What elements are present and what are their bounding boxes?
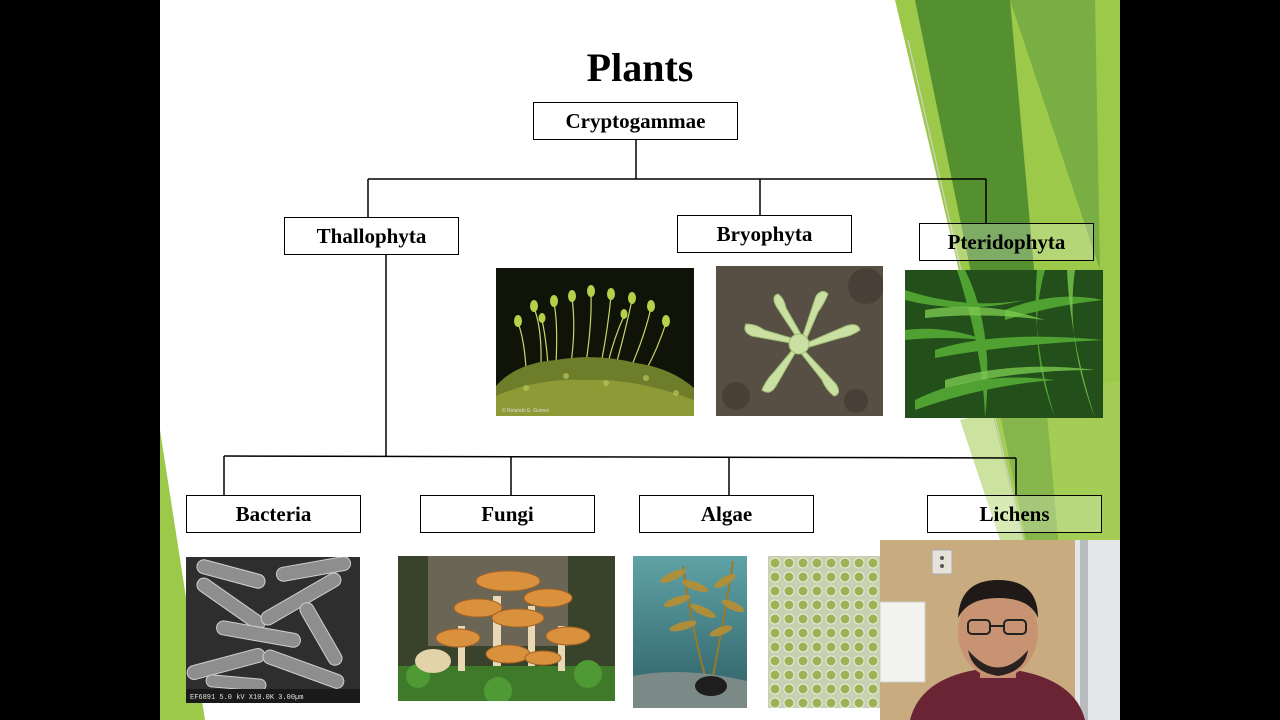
bacteria-image: EF6891 5.0 kV X10.0K 3.00µm: [186, 557, 360, 703]
moss-caption: © Rolando E. Gomez: [502, 407, 550, 414]
webcam-overlay: [880, 540, 1120, 720]
node-algae: Algae: [639, 495, 814, 533]
node-fungi: Fungi: [420, 495, 595, 533]
fern-image: [905, 270, 1103, 418]
bacteria-scale-text: EF6891 5.0 kV X10.0K 3.00µm: [190, 694, 303, 702]
node-lichens: Lichens: [927, 495, 1102, 533]
node-bryophyta: Bryophyta: [677, 215, 852, 253]
node-pteridophyta: Pteridophyta: [919, 223, 1094, 261]
mushroom-image: [398, 556, 615, 701]
algae-cells-image: [768, 556, 882, 708]
node-bacteria: Bacteria: [186, 495, 361, 533]
kelp-image: [633, 556, 747, 708]
liverwort-image: [716, 266, 883, 416]
node-cryptogammae: Cryptogammae: [533, 102, 738, 140]
moss-image: © Rolando E. Gomez: [496, 268, 694, 416]
node-thallophyta: Thallophyta: [284, 217, 459, 255]
slide-title: Plants: [586, 45, 694, 90]
slide: Plants Cryptogammae Thallophyta Bryophyt…: [160, 0, 1120, 720]
